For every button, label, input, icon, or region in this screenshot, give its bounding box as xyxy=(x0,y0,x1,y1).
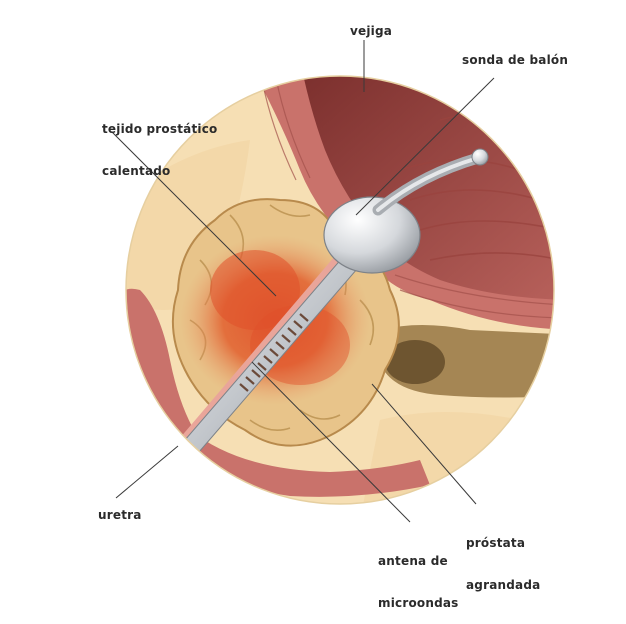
label-balloon-catheter: sonda de balón xyxy=(462,53,569,67)
label-heated-tissue-line1: tejido prostático xyxy=(102,122,218,136)
microwave-therapy-diagram xyxy=(111,40,555,523)
label-antenna-line1: antena de xyxy=(378,554,448,568)
label-bladder: vejiga xyxy=(350,24,393,38)
leader-lines xyxy=(111,40,495,523)
leader-antena xyxy=(251,361,411,523)
label-prostate-line2: agrandada xyxy=(466,578,541,592)
leader-prostata xyxy=(371,383,477,505)
leader-tejido xyxy=(111,131,277,297)
label-enlarged-prostate: próstata agrandada xyxy=(466,508,540,606)
label-heated-tissue-line2: calentado xyxy=(102,164,171,178)
label-antenna-line2: microondas xyxy=(378,596,459,610)
leader-uretra xyxy=(115,445,179,499)
microwave-antenna xyxy=(239,313,309,392)
leader-sonda xyxy=(355,77,495,216)
label-urethra: uretra xyxy=(98,508,142,522)
balloon xyxy=(323,196,421,274)
label-heated-tissue: tejido prostático calentado xyxy=(102,94,217,192)
label-prostate-line1: próstata xyxy=(466,536,526,550)
cutaway-border xyxy=(125,75,555,505)
pelvic-muscle xyxy=(126,288,200,444)
label-microwave-antenna: antena de microondas xyxy=(378,526,459,624)
